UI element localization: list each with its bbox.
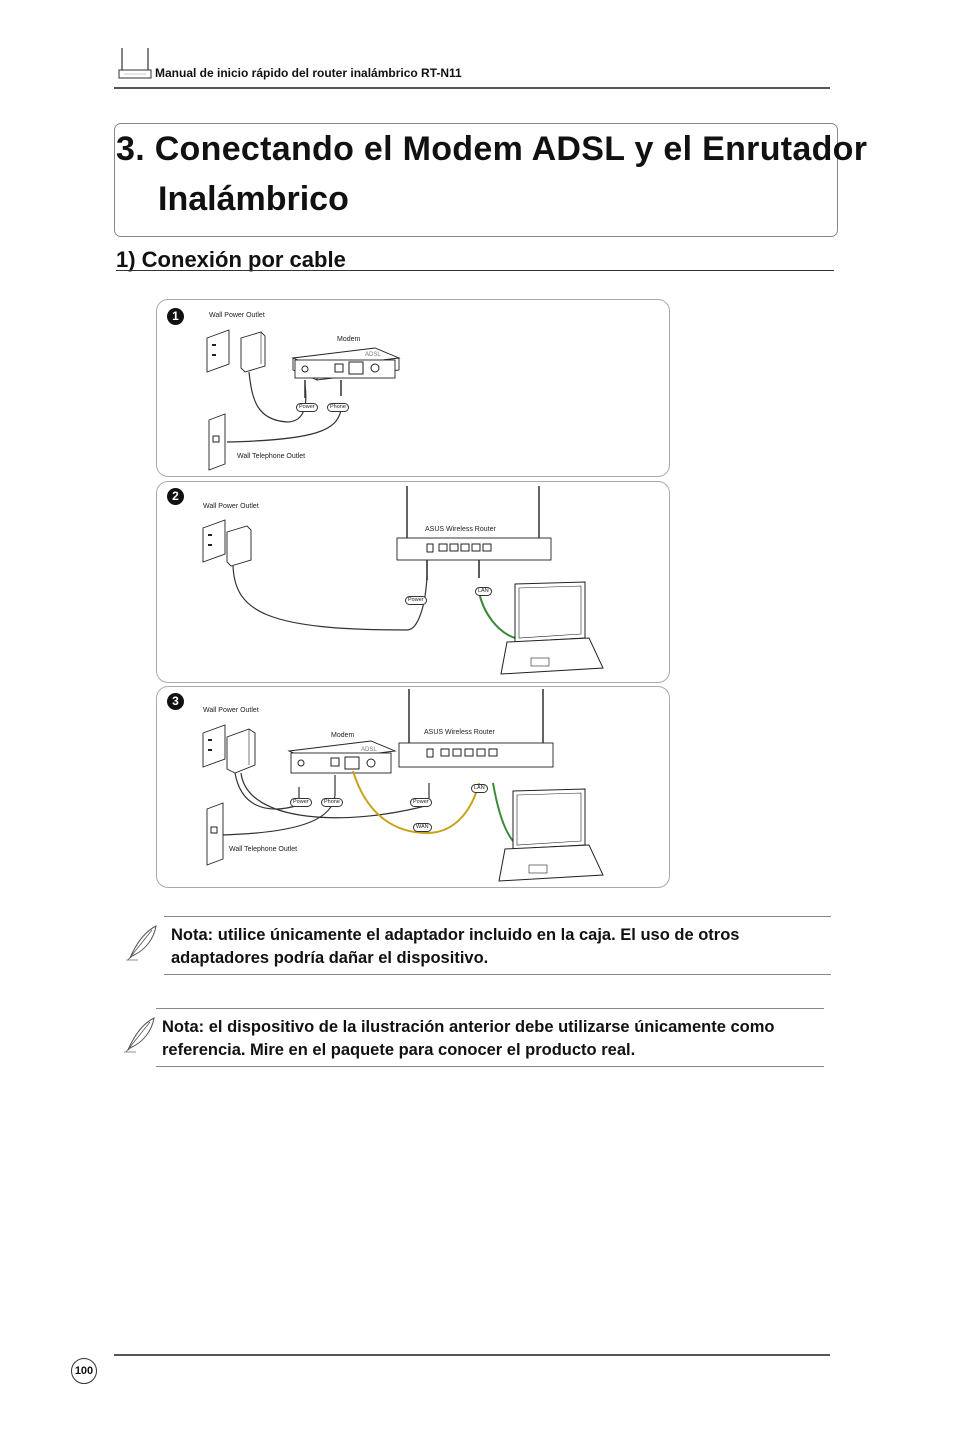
- modem-icon: [287, 740, 397, 774]
- panel-1-illustration: [206, 329, 401, 471]
- power-adapter-icon: [240, 331, 266, 373]
- phone-tag: Phone: [327, 403, 349, 412]
- phone-tag: Phone: [321, 798, 343, 807]
- section-title: 1) Conexión por cable: [116, 247, 346, 272]
- diagram-panel-1: 1 Wall Power Outlet Modem ADSL Power Pho…: [156, 299, 670, 477]
- router-logo-icon: [118, 48, 152, 79]
- diagram-panel-3: 3 Wall Power Outlet Modem ADSL ASUS Wire…: [156, 686, 670, 888]
- section-divider: [116, 270, 834, 271]
- power-adapter-icon: [226, 728, 256, 774]
- modem-label: Modem: [331, 732, 355, 739]
- power-tag: Power: [290, 798, 312, 807]
- lan-tag: LAN: [471, 784, 488, 793]
- wall-telephone-outlet-icon: [208, 413, 226, 471]
- modem-icon: [291, 347, 401, 381]
- router-label: ASUS Wireless Router: [425, 526, 496, 533]
- step-number-3: 3: [167, 693, 184, 710]
- wall-power-outlet-label: Wall Power Outlet: [203, 503, 259, 510]
- modem-brand-label: ADSL: [365, 352, 381, 358]
- step-number-1: 1: [167, 308, 184, 325]
- chapter-title-box: [114, 123, 838, 237]
- chapter-title-line1: 3. Conectando el Modem ADSL y el Enrutad…: [116, 130, 868, 168]
- note-1-text: Nota: utilice únicamente el adaptador in…: [171, 926, 740, 967]
- diagram-panel-2: 2 Wall Power Outlet ASUS Wireless Router…: [156, 481, 670, 683]
- modem-brand-label: ADSL: [361, 747, 377, 753]
- wall-power-outlet-icon: [202, 519, 226, 563]
- wireless-router-icon: [396, 486, 552, 561]
- feather-pen-icon: [124, 1017, 155, 1053]
- step-number-2: 2: [167, 488, 184, 505]
- chapter-title-line2: Inalámbrico: [158, 180, 349, 218]
- note-2-bottom-rule: [156, 1066, 824, 1067]
- note-1-bottom-rule: [164, 974, 831, 975]
- power-tag: Power: [296, 403, 318, 412]
- note-2-text: Nota: el dispositivo de la ilustración a…: [162, 1018, 775, 1059]
- power-tag: Power: [405, 596, 427, 605]
- router-power-tag: Power: [410, 798, 432, 807]
- wall-telephone-outlet-label: Wall Telephone Outlet: [229, 846, 298, 853]
- header-divider: [114, 87, 830, 89]
- power-adapter-icon: [226, 525, 252, 567]
- laptop-icon: [498, 788, 604, 882]
- lan-tag: LAN: [475, 587, 492, 596]
- wireless-router-icon: [398, 689, 554, 768]
- wall-power-outlet-icon: [202, 724, 226, 768]
- footer-divider: [114, 1354, 830, 1356]
- wall-power-outlet-label: Wall Power Outlet: [203, 707, 259, 714]
- note-1-top-rule: [164, 916, 831, 917]
- wall-power-outlet-label: Wall Power Outlet: [209, 312, 265, 319]
- wall-power-outlet-icon: [206, 329, 230, 373]
- wall-telephone-outlet-icon: [206, 802, 224, 866]
- panel-3-illustration: [202, 689, 604, 882]
- note-2-top-rule: [156, 1008, 824, 1009]
- header-title: Manual de inicio rápido del router inalá…: [155, 66, 462, 80]
- router-label: ASUS Wireless Router: [424, 729, 495, 736]
- laptop-icon: [500, 581, 604, 675]
- wan-tag: WAN: [413, 823, 432, 832]
- feather-pen-icon: [126, 925, 157, 961]
- wall-telephone-outlet-label: Wall Telephone Outlet: [237, 453, 306, 460]
- modem-label: Modem: [337, 336, 361, 343]
- panel-2-illustration: [202, 486, 604, 675]
- page-number: 100: [71, 1358, 97, 1384]
